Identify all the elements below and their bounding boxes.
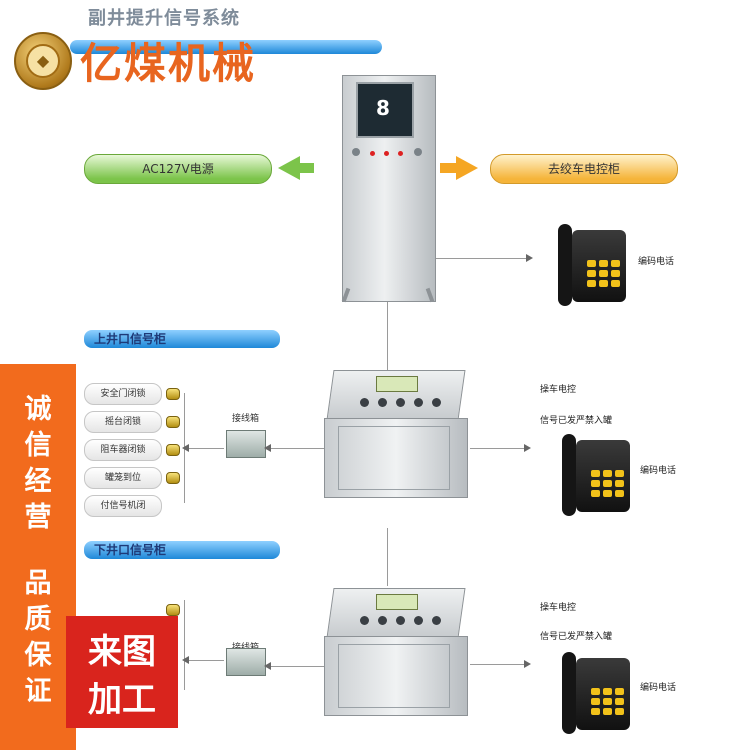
power-source-pill: AC127V电源 xyxy=(84,154,272,184)
interlock-item: 阻车器闭锁 xyxy=(84,439,162,461)
cabinet-knob-icon xyxy=(414,148,422,156)
arrow-head-icon xyxy=(264,662,271,670)
lower-signal-console xyxy=(320,588,470,718)
banner-char: 信 xyxy=(24,430,52,461)
connector-line xyxy=(184,660,224,661)
right-label: 信号已发严禁入罐 xyxy=(540,632,613,642)
sensor-icon xyxy=(166,472,180,484)
right-label: 操车电控 xyxy=(540,385,577,395)
cabinet-lamp-icon xyxy=(384,151,389,156)
phone-handset-icon xyxy=(562,652,576,734)
junction-box-label: 接线箱 xyxy=(232,414,260,424)
diagram-title: 副井提升信号系统 xyxy=(88,8,240,29)
cabinet-display-digit: 8 xyxy=(376,96,390,120)
arrow-head-icon xyxy=(524,660,531,668)
phone-keypad-icon xyxy=(591,688,624,715)
connector-line xyxy=(436,258,528,259)
trunk-line xyxy=(387,302,388,370)
promo-side-banner xyxy=(0,364,76,750)
banner-char: 证 xyxy=(24,676,52,707)
interlock-item: 罐笼到位 xyxy=(84,467,162,489)
phone-keypad-icon xyxy=(587,260,620,287)
trunk-line xyxy=(387,528,388,586)
phone-label: 编码电话 xyxy=(640,683,677,693)
banner-char: 质 xyxy=(24,604,52,635)
connector-line xyxy=(184,448,224,449)
arrow-head-icon xyxy=(182,444,189,452)
stamp-line: 加工 xyxy=(88,680,156,720)
cabinet-display-panel xyxy=(356,82,414,138)
cabinet-lamp-icon xyxy=(370,151,375,156)
arrow-right-icon-tail xyxy=(440,163,456,173)
interlock-bus-line xyxy=(184,600,185,690)
banner-char: 营 xyxy=(24,502,52,533)
cabinet-knob-icon xyxy=(352,148,360,156)
connector-line xyxy=(470,664,526,665)
phone-label: 编码电话 xyxy=(640,466,677,476)
junction-box-icon xyxy=(226,430,266,458)
interlock-item: 安全门闭锁 xyxy=(84,383,162,405)
right-label: 操车电控 xyxy=(540,603,577,613)
phone-label: 编码电话 xyxy=(638,257,675,267)
arrow-head-icon xyxy=(182,656,189,664)
brand-logo-mark-icon: ◆ xyxy=(26,44,60,78)
arrow-right-icon xyxy=(456,156,478,180)
arrow-left-icon xyxy=(278,156,300,180)
upper-section-header: 上井口信号柜 xyxy=(84,330,280,348)
arrow-head-icon xyxy=(526,254,533,262)
winch-control-pill: 去绞车电控柜 xyxy=(490,154,678,184)
sensor-icon xyxy=(166,388,180,400)
phone-handset-icon xyxy=(562,434,576,516)
sensor-icon xyxy=(166,416,180,428)
arrow-left-icon-tail xyxy=(298,163,314,173)
sensor-icon xyxy=(166,604,180,616)
banner-char: 经 xyxy=(24,466,52,497)
arrow-head-icon xyxy=(264,444,271,452)
right-label: 信号已发严禁入罐 xyxy=(540,416,613,426)
phone-handset-icon xyxy=(558,224,572,306)
banner-char: 品 xyxy=(24,568,52,599)
phone-keypad-icon xyxy=(591,470,624,497)
cabinet-lamp-icon xyxy=(398,151,403,156)
connector-line xyxy=(470,448,526,449)
interlock-item: 摇台闭锁 xyxy=(84,411,162,433)
banner-char: 保 xyxy=(24,640,52,671)
banner-char: 诚 xyxy=(24,394,52,425)
interlock-item: 付信号机闭 xyxy=(84,495,162,517)
stamp-line: 来图 xyxy=(88,632,156,672)
connector-line xyxy=(265,448,325,449)
promo-stamp xyxy=(66,616,178,728)
lower-section-header: 下井口信号柜 xyxy=(84,541,280,559)
sensor-icon xyxy=(166,444,180,456)
connector-line xyxy=(265,666,325,667)
arrow-head-icon xyxy=(524,444,531,452)
title-underline-bar xyxy=(70,40,382,54)
upper-signal-console xyxy=(320,370,470,500)
brand-name: 亿煤机械 xyxy=(80,39,257,88)
junction-box-icon xyxy=(226,648,266,676)
